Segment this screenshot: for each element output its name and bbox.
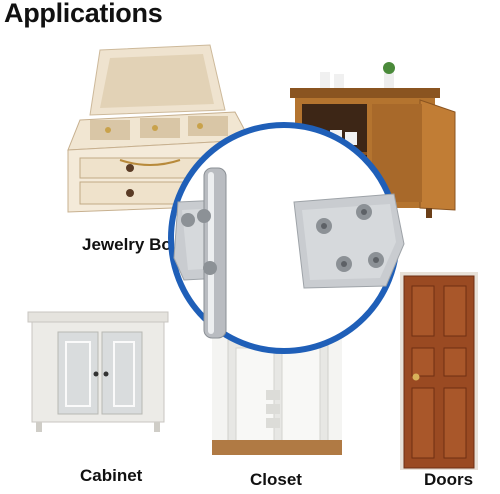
door-image [400,272,478,470]
jewelry-box-label: Jewelry Box [82,235,182,254]
cabinet-image [27,311,169,432]
closet-label: Closet [250,470,302,489]
hinge-product-image [168,122,405,354]
doors-label: Doors [424,470,474,489]
cabinet-label: Cabinet [80,466,143,485]
page-title: Applications [4,0,163,28]
